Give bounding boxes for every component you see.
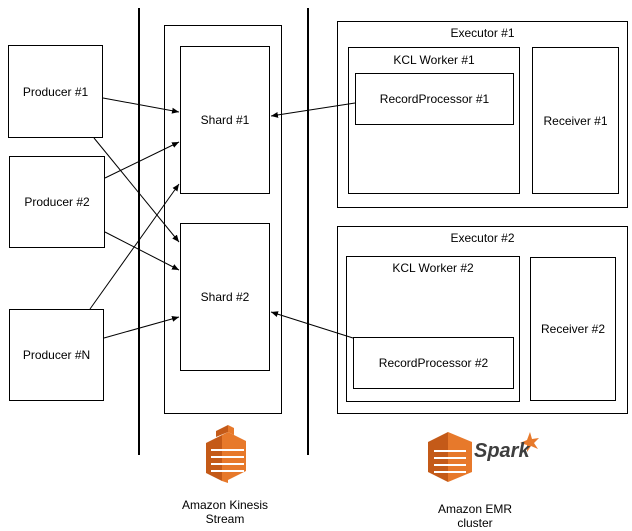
receiver-1-box: Receiver #1 [532,47,619,194]
amazon-kinesis-icon [206,425,246,483]
kcl-worker-2-title: KCL Worker #2 [392,261,474,275]
receiver-2-label: Receiver #2 [540,322,606,336]
receiver-1-label: Receiver #1 [543,113,608,128]
emr-caption-line1: Amazon EMR [437,502,513,516]
arrow-processor1-to-shard1 [270,102,356,118]
shard-1-label: Shard #1 [200,113,250,127]
arrow-producer1-to-shard1 [102,97,180,114]
arrow-producer2-to-shard1 [104,141,180,179]
shard-2-box: Shard #2 [180,223,270,371]
shard-1-box: Shard #1 [180,46,270,194]
producer-2-box: Producer #2 [9,156,105,248]
amazon-emr-icon [428,432,472,482]
right-divider-line [307,8,309,455]
arrow-producerN-to-shard2 [103,315,180,339]
shard-2-label: Shard #2 [200,290,250,304]
left-divider-line [138,8,140,455]
producer-1-label: Producer #1 [22,84,89,99]
record-processor-1-box: RecordProcessor #1 [355,73,514,125]
producer-n-box: Producer #N [9,309,104,401]
executor-2-title: Executor #2 [450,231,515,245]
producer-2-label: Producer #2 [24,195,90,209]
kinesis-caption: Amazon Kinesis Stream [160,498,290,526]
receiver-2-box: Receiver #2 [530,257,616,401]
arrow-producer2-to-shard2 [104,231,180,271]
kinesis-caption-line1: Amazon Kinesis [181,498,269,512]
arrow-producer1-to-shard2 [93,137,180,243]
record-processor-2-box: RecordProcessor #2 [353,337,514,389]
producer-n-label: Producer #N [22,348,91,362]
producer-1-box: Producer #1 [8,45,103,138]
spark-star-icon [520,432,539,452]
emr-caption: Amazon EMR cluster [415,502,535,530]
arrow-processor2-to-shard2 [270,311,354,339]
record-processor-2-label: RecordProcessor #2 [378,356,489,370]
spark-wordmark: Spark [474,440,530,462]
executor-1-title: Executor #1 [450,26,515,40]
emr-caption-line2: cluster [457,516,493,530]
record-processor-1-label: RecordProcessor #1 [379,92,490,106]
arrow-producerN-to-shard1 [89,183,180,310]
kinesis-caption-line2: Stream [205,512,245,526]
kcl-worker-1-title: KCL Worker #1 [393,53,475,67]
apache-spark-icon: Spark [474,430,544,466]
